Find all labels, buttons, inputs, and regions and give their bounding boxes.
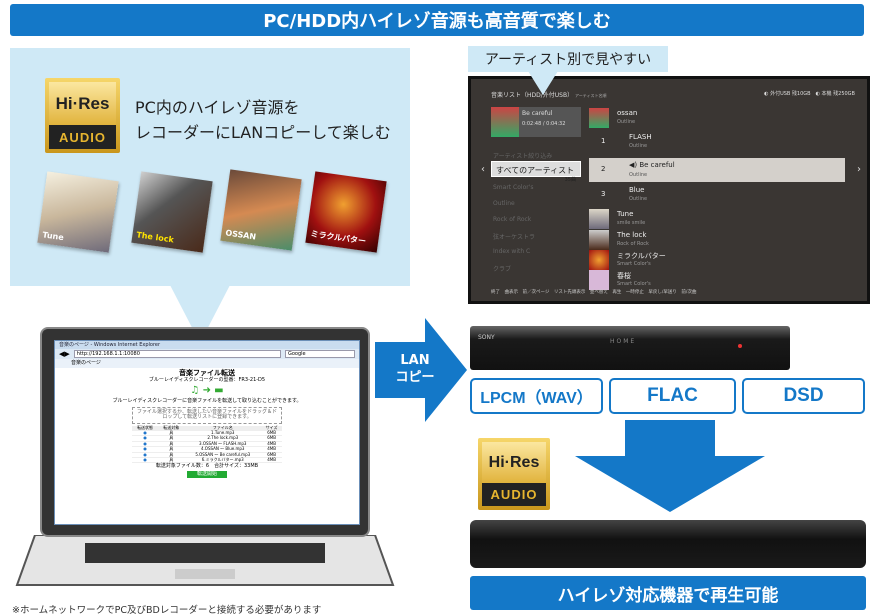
page-desc: ブルーレイディスクレコーダーに音楽ファイルを転送して取り込むことができます。: [112, 398, 302, 405]
now-playing: Be careful 0:02:48 / 0:04:32: [491, 107, 581, 137]
hires-audio-logo-2: Hi·Res AUDIO: [478, 438, 550, 510]
footnote: ※ホームネットワークでPC及びBDレコーダーと接続する必要があります: [12, 605, 322, 616]
bd-recorder: SONY HOME: [470, 326, 790, 370]
tv-header: 音楽リスト（HDD/外付USB） アーティスト名順: [491, 92, 607, 99]
format-dsd: DSD: [742, 378, 865, 414]
transfer-start-button[interactable]: 転送開始: [187, 470, 227, 479]
filter-label: アーティスト絞り込み: [493, 153, 553, 160]
album-cover-tune: Tune: [37, 171, 119, 253]
panel-pointer: [170, 285, 230, 343]
tv-storage: ◐ 外付USB 残10GB ◐ 本機 残250GB: [764, 91, 855, 97]
browser-window: 音楽のページ - Windows Internet Explorer ◀▶ ht…: [54, 340, 360, 525]
lan-arrow: [375, 318, 467, 422]
filter-item[interactable]: クラブ: [493, 266, 512, 273]
pc-text-line2: レコーダーにLANコピーして楽しむ: [135, 123, 391, 142]
tv-left-arrow[interactable]: ‹: [481, 164, 485, 175]
pc-panel-text: PC内のハイレゾ音源を レコーダーにLANコピーして楽しむ: [135, 95, 391, 145]
browser-tab[interactable]: 音楽のページ: [55, 359, 359, 368]
tv-right-arrow[interactable]: ›: [857, 164, 861, 175]
filter-item[interactable]: Outline: [493, 200, 515, 207]
filter-item[interactable]: Index with C: [493, 248, 531, 255]
format-lpcm: LPCM（WAV）: [470, 378, 603, 414]
tv: 音楽リスト（HDD/外付USB） アーティスト名順 ◐ 外付USB 残10GB …: [468, 76, 870, 304]
search-box[interactable]: Google: [285, 350, 355, 358]
soundbar: [470, 520, 866, 568]
recorder-label: HOME: [610, 338, 637, 345]
laptop-base: [15, 535, 395, 586]
back-forward-icon[interactable]: ◀▶: [59, 350, 70, 358]
header-banner: PC/HDD内ハイレゾ音源も高音質で楽しむ: [10, 4, 864, 36]
album-cover-ossan: OSSAN: [220, 169, 302, 251]
callout-pointer: [528, 71, 558, 95]
down-arrow: [575, 420, 765, 512]
now-playing-art: [491, 107, 519, 137]
address-bar[interactable]: http://192.168.1.1:10080: [73, 350, 281, 358]
transfer-summary: 転送対象ファイル数：6 合計サイズ：33MB: [155, 463, 259, 470]
album-cover-the-lock: The lock: [131, 171, 213, 253]
transfer-illustration: ♫ ➜ ▬: [190, 385, 224, 397]
recorder-brand: SONY: [478, 334, 495, 341]
filter-item[interactable]: 弦オーケストラ: [493, 234, 536, 241]
tv-callout: アーティスト別で見やすい: [468, 46, 668, 72]
browser-title: 音楽のページ - Windows Internet Explorer: [55, 341, 359, 349]
filter-item[interactable]: Smart Color's: [493, 184, 534, 191]
power-led: [738, 344, 742, 348]
album-cover-miracle-butter: ミラクルバター: [305, 171, 387, 253]
hires-audio-logo: Hi·Res AUDIO: [45, 78, 120, 153]
filter-item[interactable]: Rock of Rock: [493, 216, 532, 223]
format-flac: FLAC: [609, 378, 736, 414]
playback-banner: ハイレゾ対応機器で再生可能: [470, 576, 866, 610]
pc-text-line1: PC内のハイレゾ音源を: [135, 98, 300, 117]
page-subtitle: ブルーレイディスクレコーダーの型番：FR3-21-D5: [148, 376, 266, 383]
drop-zone[interactable]: ファイル選択するか、転送したい音楽ファイルをドラッグ＆ドロップして転送リストに登…: [132, 406, 282, 424]
page-title: 音楽ファイル転送: [179, 369, 235, 377]
tv-footer-guide: 終了 曲表示 前／次ページ リスト先頭表示 並べ替え 再生 一時停止 早戻し/早…: [491, 290, 697, 295]
